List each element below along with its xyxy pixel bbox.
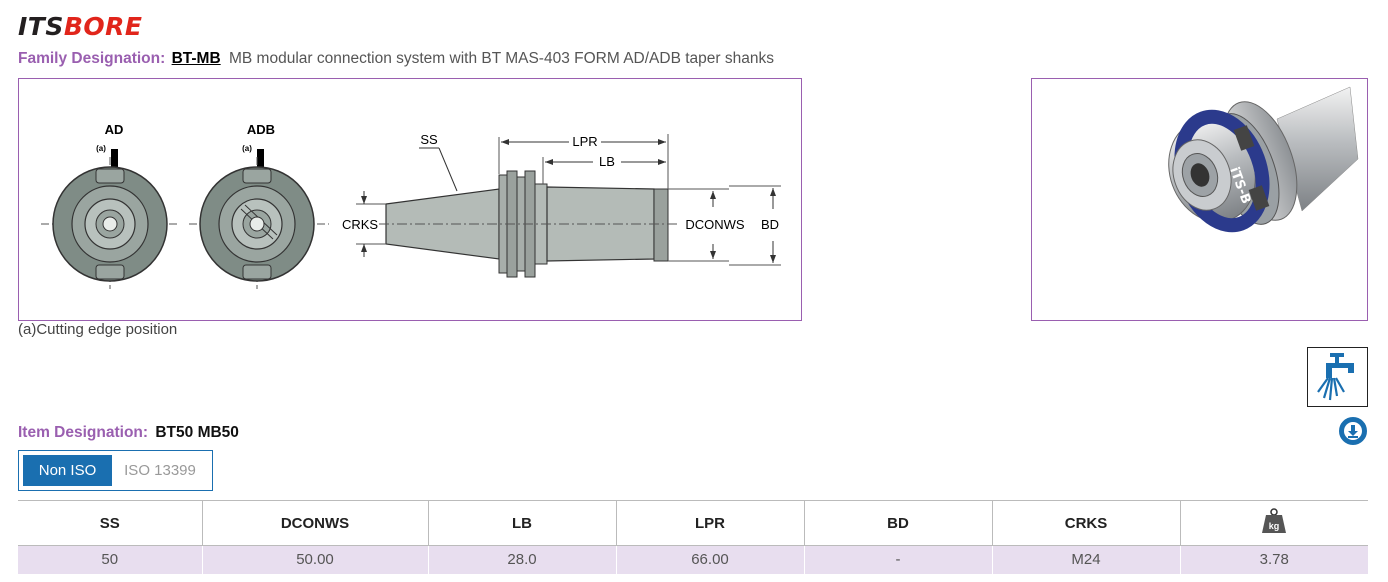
product-photo: iTS-B xyxy=(1031,78,1368,321)
download-circle-icon[interactable] xyxy=(1339,417,1367,445)
table-header-row: SS DCONWS LB LPR BD CRKS kg xyxy=(18,500,1368,546)
weight-kg-label: kg xyxy=(1269,521,1280,531)
technical-drawing-svg: AD (a) ADB (a) xyxy=(41,122,781,289)
family-label: Family Designation: xyxy=(18,50,166,67)
specs-table: SS DCONWS LB LPR BD CRKS kg 50 50.00 28.… xyxy=(18,500,1368,574)
item-designation: Item Designation: BT50 MB50 xyxy=(18,424,239,442)
coolant-tap-icon xyxy=(1307,347,1368,407)
family-description: MB modular connection system with BT MAS… xyxy=(228,50,774,67)
header-lpr: LPR xyxy=(616,500,805,546)
item-label: Item Designation: xyxy=(18,424,149,441)
label-lpr: LPR xyxy=(572,134,597,149)
tab-non-iso[interactable]: Non ISO xyxy=(23,455,112,486)
brand-logo: ITSBORE xyxy=(18,12,143,41)
weight-kg-icon: kg xyxy=(1262,508,1287,533)
label-bd: BD xyxy=(761,217,779,232)
item-value: BT50 MB50 xyxy=(155,424,239,441)
header-dconws: DCONWS xyxy=(202,500,429,546)
label-ss: SS xyxy=(420,132,438,147)
header-crks: CRKS xyxy=(992,500,1181,546)
standard-tabs: Non ISO ISO 13399 xyxy=(18,450,213,491)
label-lb: LB xyxy=(599,154,615,169)
cutting-edge-note: (a)Cutting edge position xyxy=(18,321,178,338)
header-weight: kg xyxy=(1180,500,1368,546)
product-photo-svg: iTS-B xyxy=(1168,86,1359,233)
logo-bore: BORE xyxy=(63,12,143,41)
cell-crks: M24 xyxy=(992,545,1181,574)
technical-drawing: AD (a) ADB (a) xyxy=(18,78,802,321)
family-code-link[interactable]: BT-MB xyxy=(171,50,221,67)
cell-ss: 50 xyxy=(18,545,203,574)
label-ad: AD xyxy=(105,122,124,137)
logo-its: ITS xyxy=(18,12,64,41)
label-dconws: DCONWS xyxy=(685,217,745,232)
label-a-mark-adb: (a) xyxy=(242,144,252,153)
cell-bd: - xyxy=(804,545,993,574)
label-crks: CRKS xyxy=(342,217,378,232)
cell-lb: 28.0 xyxy=(428,545,617,574)
cell-dconws: 50.00 xyxy=(202,545,429,574)
family-designation: Family Designation: BT-MB MB modular con… xyxy=(18,50,774,68)
cell-lpr: 66.00 xyxy=(616,545,805,574)
label-a-mark-ad: (a) xyxy=(96,144,106,153)
cell-weight: 3.78 xyxy=(1180,545,1368,574)
header-ss: SS xyxy=(18,500,203,546)
label-adb: ADB xyxy=(247,122,275,137)
header-lb: LB xyxy=(428,500,617,546)
tab-iso-13399[interactable]: ISO 13399 xyxy=(124,462,196,479)
table-row[interactable]: 50 50.00 28.0 66.00 - M24 3.78 xyxy=(18,545,1368,574)
header-bd: BD xyxy=(804,500,993,546)
